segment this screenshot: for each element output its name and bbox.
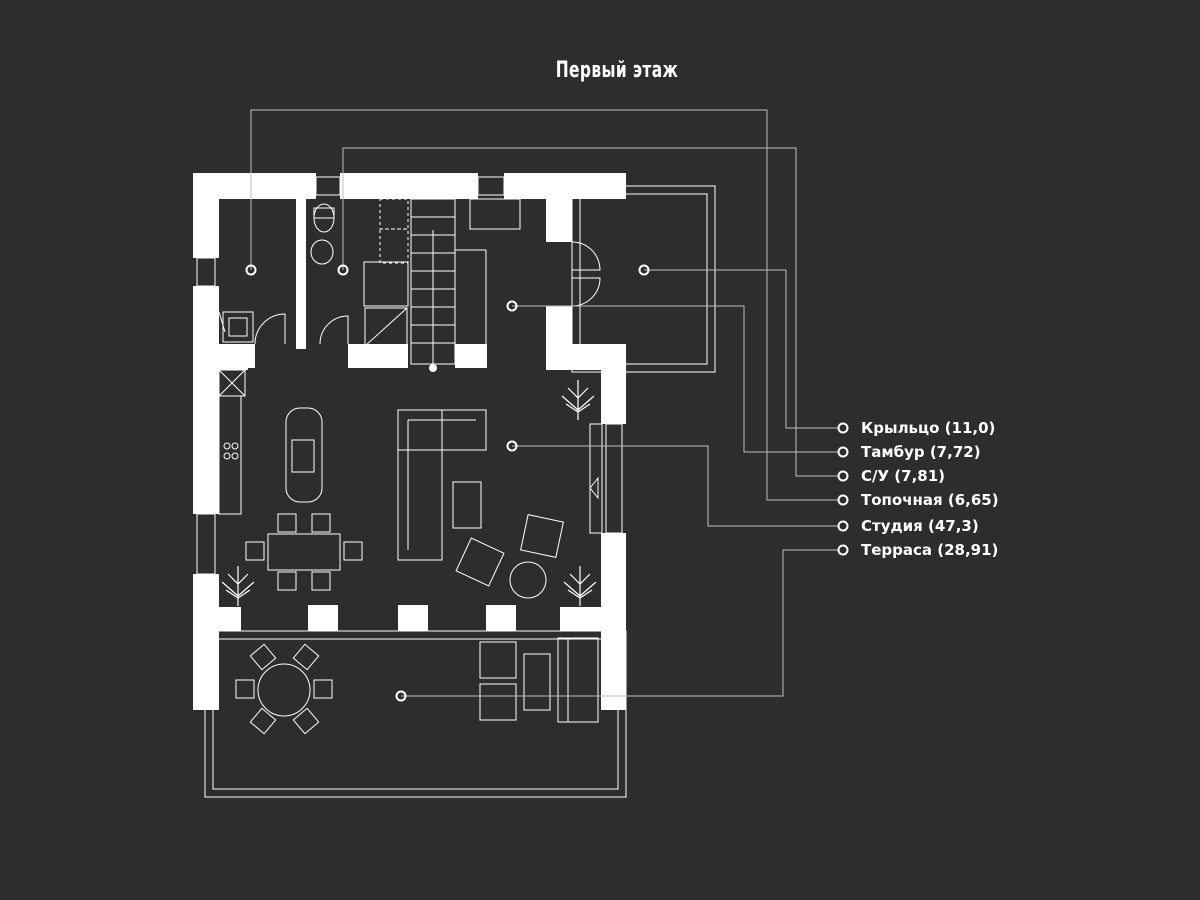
room-legend: Крыльцо (11,0) Тамбур (7,72) С/У (7,81) … [837, 419, 999, 559]
room-marker-terrace[interactable] [395, 690, 407, 702]
room-markers [245, 264, 650, 702]
tree-icon [221, 566, 255, 606]
legend-label-porch: Крыльцо (11,0) [861, 419, 995, 437]
room-marker-porch[interactable] [638, 264, 650, 276]
legend-label-vestibule: Тамбур (7,72) [861, 443, 981, 461]
legend-item-vestibule[interactable]: Тамбур (7,72) [837, 443, 981, 461]
legend-label-studio: Студия (47,3) [861, 517, 979, 535]
stair-marker [429, 364, 437, 372]
tree-icon [563, 566, 597, 606]
room-marker-bathroom[interactable] [337, 264, 349, 276]
room-marker-boiler[interactable] [245, 264, 257, 276]
legend-label-terrace: Терраса (28,91) [861, 541, 998, 559]
legend-label-bathroom: С/У (7,81) [861, 467, 945, 485]
room-marker-studio[interactable] [506, 440, 518, 452]
legend-item-bathroom[interactable]: С/У (7,81) [837, 467, 946, 485]
room-marker-vestibule[interactable] [506, 300, 518, 312]
plants [221, 380, 597, 606]
legend-label-boiler: Топочная (6,65) [861, 491, 999, 509]
leader-lines [250, 109, 838, 697]
plan-title: Первый этаж [555, 58, 679, 83]
legend-item-boiler[interactable]: Топочная (6,65) [837, 491, 999, 509]
legend-item-porch[interactable]: Крыльцо (11,0) [837, 419, 996, 437]
legend-item-terrace[interactable]: Терраса (28,91) [837, 541, 999, 559]
tree-icon [561, 380, 595, 420]
walls [193, 173, 626, 710]
plan-details [196, 176, 716, 798]
legend-item-studio[interactable]: Студия (47,3) [837, 517, 979, 535]
